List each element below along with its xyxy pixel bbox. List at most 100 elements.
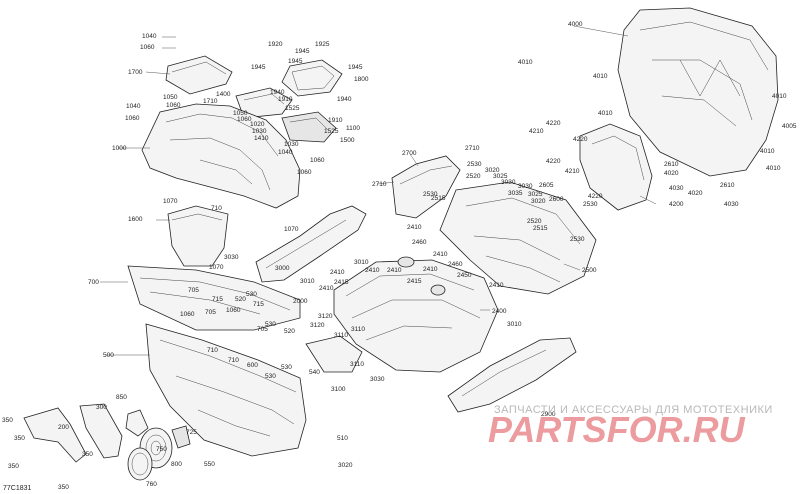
callout-1940: 1940 [337,96,352,103]
callout-2515: 2515 [431,195,446,202]
callout-2410: 2410 [423,266,438,273]
callout-4010: 4010 [518,59,533,66]
callout-2700: 2700 [402,150,417,157]
callout-1060: 1060 [140,44,155,51]
callout-4000: 4000 [568,21,583,28]
callout-2530: 2530 [467,161,482,168]
callout-1060: 1060 [226,307,241,314]
callout-850: 850 [116,394,127,401]
callout-510: 510 [337,435,348,442]
callout-715: 715 [212,296,223,303]
callout-1040: 1040 [278,149,293,156]
part-760-ring [127,447,153,481]
callout-4005: 4005 [782,123,797,130]
callout-1925: 1925 [315,41,330,48]
callout-4200: 4200 [669,201,684,208]
part-3000-rail [255,205,367,283]
part-850-cover [125,409,149,437]
callout-1910: 1910 [328,117,343,124]
callout-3110: 3110 [334,332,348,339]
callout-1060: 1060 [180,311,195,318]
callout-750: 750 [156,446,167,453]
callout-1700: 1700 [128,69,143,76]
part-1500-gauge-housing [281,111,337,143]
callout-3030: 3030 [518,183,533,190]
callout-1060: 1060 [297,169,312,176]
callout-1060: 1060 [166,102,181,109]
callout-1050: 1050 [233,110,248,117]
callout-1410: 1410 [254,135,269,142]
part-4200-panel [579,123,653,211]
callout-1945: 1945 [295,48,310,55]
part-2460-grommet [397,256,415,268]
callout-540: 540 [309,369,320,376]
callout-3020: 3020 [531,198,546,205]
callout-2710: 2710 [465,145,480,152]
callout-4020: 4020 [688,190,703,197]
callout-530: 530 [281,364,292,371]
callout-4010: 4010 [766,165,781,172]
callout-725: 725 [186,429,197,436]
callout-2000: 2000 [293,298,308,305]
callout-350: 350 [82,451,93,458]
callout-500: 500 [103,352,114,359]
callout-2410: 2410 [330,269,345,276]
callout-760: 760 [146,481,157,488]
part-300-bracket [79,403,123,459]
callout-1500: 1500 [340,137,355,144]
callout-1060: 1060 [310,157,325,164]
callout-530: 530 [246,291,257,298]
part-2450-cap [430,284,446,296]
callout-2610: 2610 [664,161,679,168]
callout-1030: 1030 [284,141,299,148]
callout-4030: 4030 [669,185,684,192]
callout-715: 715 [253,301,264,308]
callout-3030: 3030 [501,179,516,186]
callout-4220: 4220 [573,136,588,143]
callout-2410: 2410 [365,267,380,274]
callout-710: 710 [228,357,239,364]
callout-3030: 3030 [224,254,239,261]
callout-2600: 2600 [549,196,564,203]
callout-1910: 1910 [278,96,293,103]
callout-3120: 3120 [318,313,333,320]
part-1000-dashboard [141,103,301,209]
callout-2530: 2530 [583,201,598,208]
callout-700: 700 [88,279,99,286]
callout-600: 600 [247,362,258,369]
part-2500-tub [439,181,597,295]
callout-1060: 1060 [237,116,252,123]
callout-1070: 1070 [209,264,224,271]
callout-1100: 1100 [346,125,360,132]
callout-710: 710 [211,205,222,212]
callout-800: 800 [171,461,182,468]
callout-705: 705 [188,287,199,294]
callout-2410: 2410 [489,282,504,289]
part-1600-bin [167,205,229,267]
callout-1000: 1000 [112,145,127,152]
callout-3000: 3000 [275,265,290,272]
callout-1040: 1040 [142,33,157,40]
callout-2415: 2415 [407,278,422,285]
callout-2460: 2460 [448,261,463,268]
callout-3025: 3025 [493,173,508,180]
callout-530: 530 [265,373,276,380]
callout-3020: 3020 [338,462,353,469]
callout-4220: 4220 [546,120,561,127]
callout-1040: 1040 [126,103,141,110]
callout-2515: 2515 [533,225,548,232]
callout-2410: 2410 [387,267,402,274]
part-200-bracket [23,407,87,463]
callout-4220: 4220 [546,158,561,165]
callout-350: 350 [14,435,25,442]
part-500-front-panel [145,323,307,457]
callout-1945: 1945 [348,64,363,71]
callout-3020: 3020 [485,167,500,174]
callout-1945: 1945 [288,58,303,65]
callout-200: 200 [58,424,69,431]
callout-4010: 4010 [598,110,613,117]
callout-350: 350 [58,484,69,491]
callout-1050: 1050 [163,94,178,101]
callout-1600: 1600 [128,216,143,223]
